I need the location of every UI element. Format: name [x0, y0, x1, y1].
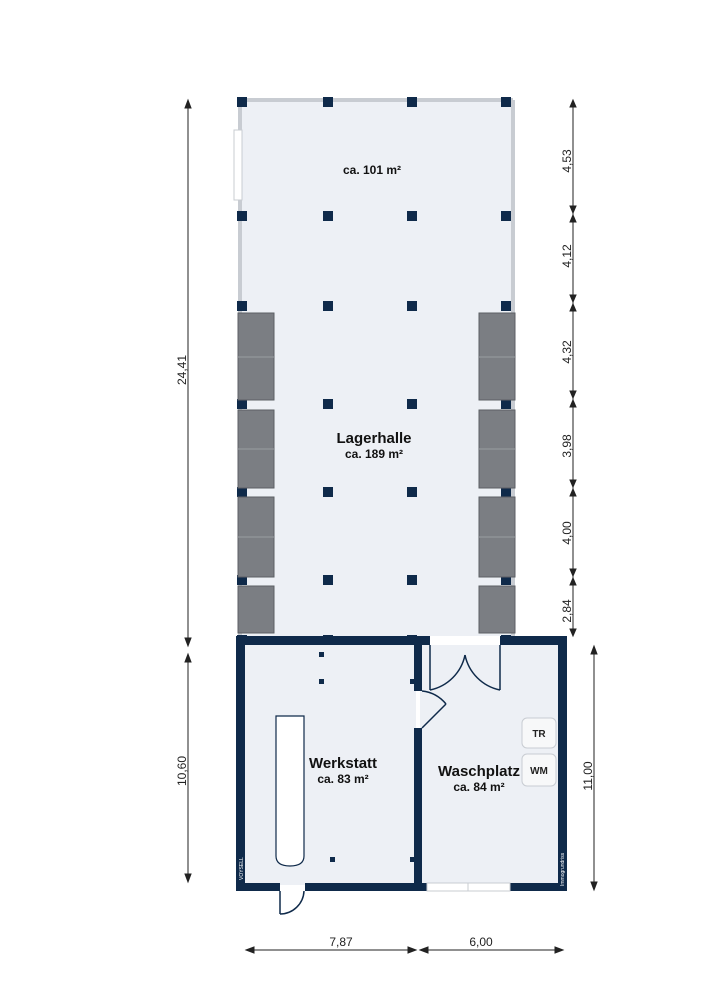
dim-left-lower: 10,60 [175, 756, 189, 786]
middle-door [421, 690, 447, 729]
dryer-label: TR [532, 729, 546, 740]
column [407, 301, 417, 311]
dim-bottom-left: 7,87 [329, 935, 353, 949]
column [501, 487, 511, 497]
column [323, 487, 333, 497]
upper-area-label: ca. 101 m² [343, 163, 401, 177]
column [237, 211, 247, 221]
column [407, 211, 417, 221]
werkstatt-area: ca. 83 m² [317, 772, 368, 786]
dim-bottom-right: 6,00 [469, 935, 493, 949]
column [237, 487, 247, 497]
dim-left-upper: 24,41 [175, 355, 189, 385]
dim-right-3: 4,32 [560, 340, 574, 364]
column [501, 399, 511, 409]
side-opening [233, 129, 243, 201]
logo-text: VOYSELL [239, 857, 245, 880]
gate-right-seams [479, 356, 515, 538]
dim-right-4: 3,98 [560, 434, 574, 458]
column [501, 97, 511, 107]
column [323, 301, 333, 311]
dim-right-6: 2,84 [560, 599, 574, 623]
dimension-lines [184, 98, 598, 954]
werkstatt-name: Werkstatt [309, 755, 377, 772]
gate-left-4 [237, 585, 275, 634]
column [501, 301, 511, 311]
lagerhalle-area: ca. 189 m² [345, 447, 403, 461]
bottom-window [426, 882, 511, 892]
dim-right-lower: 11,00 [581, 761, 595, 790]
watermark: Immogrundriss [560, 852, 566, 886]
upper-floor [240, 100, 513, 636]
column [407, 399, 417, 409]
column [323, 97, 333, 107]
dim-right-5: 4,00 [560, 521, 574, 545]
washer-label: WM [530, 766, 548, 777]
column [323, 575, 333, 585]
column [237, 575, 247, 585]
workbench [275, 715, 305, 867]
dim-right-1: 4,53 [560, 149, 574, 173]
double-door [429, 645, 501, 691]
gate-right-4 [478, 585, 516, 634]
column [237, 301, 247, 311]
dim-right-2: 4,12 [560, 244, 574, 268]
washer: WM [521, 753, 557, 787]
column [237, 97, 247, 107]
column [501, 211, 511, 221]
column [323, 211, 333, 221]
column [323, 399, 333, 409]
bottom-door [279, 890, 305, 915]
gate-left-seams [238, 356, 274, 538]
waschplatz-area: ca. 84 m² [453, 780, 504, 794]
column [407, 97, 417, 107]
column [407, 575, 417, 585]
dryer: TR [521, 717, 557, 749]
column [501, 575, 511, 585]
thick-walls [236, 636, 567, 891]
lagerhalle-name: Lagerhalle [336, 430, 411, 447]
werkstatt-floor [240, 645, 416, 885]
column [237, 399, 247, 409]
column [407, 487, 417, 497]
waschplatz-name: Waschplatz [438, 763, 520, 780]
werkstatt-posts [319, 652, 415, 862]
